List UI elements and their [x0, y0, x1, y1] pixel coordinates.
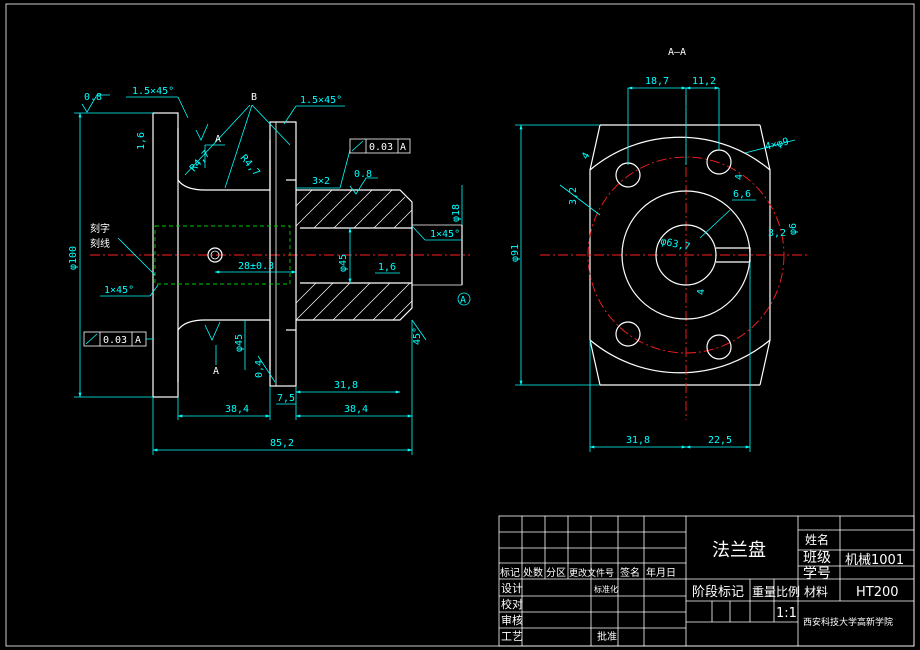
- col-mark: 标记: [500, 567, 520, 579]
- dim-85-2: 85,2: [270, 438, 294, 449]
- review-label: 审核: [501, 613, 523, 627]
- tol-right-value: 0.03: [369, 142, 393, 153]
- scale-label: 比例: [776, 585, 800, 599]
- dim-phi18: φ18: [451, 204, 462, 222]
- tol-frame-right: [349, 138, 411, 154]
- label-a-1: A: [215, 134, 221, 145]
- small-hole: [207, 247, 223, 263]
- rough-0-8-left: 0.8: [84, 92, 102, 103]
- col-count: 处数: [523, 566, 543, 579]
- hatch-lower: [295, 282, 413, 321]
- dim-4-c: 4: [696, 289, 707, 295]
- chamfer-top-right: 1.5×45°: [300, 95, 342, 106]
- section-label: A—A: [668, 47, 686, 58]
- tol-left-ref: A: [135, 335, 141, 346]
- col-date: 年月日: [646, 566, 676, 579]
- datum-a: A: [460, 295, 466, 306]
- school-name: 西安科技大学高新学院: [803, 616, 893, 628]
- dim-6-6: 6,6: [733, 189, 751, 200]
- dim-1-6-mid: 1,6: [378, 262, 396, 273]
- approve-label: 批准: [597, 630, 617, 643]
- dim-phi91: φ91: [510, 244, 521, 262]
- dim-11-2: 11,2: [692, 76, 716, 87]
- standard-label: 标准化: [594, 584, 618, 594]
- check-label: 校对: [501, 597, 523, 611]
- col-zone: 分区: [546, 567, 566, 579]
- engrave-note-2: 刻线: [90, 237, 110, 250]
- dim-3-2-a: 3,2: [568, 187, 579, 205]
- dim-31-8: 31,8: [334, 380, 358, 391]
- dim-18-7: 18,7: [645, 76, 669, 87]
- dim-31-8-section: 31,8: [626, 435, 650, 446]
- dim-38-4-left: 38,4: [225, 404, 249, 415]
- dim-45deg: 45°: [412, 327, 423, 345]
- label-a-2: A: [213, 366, 219, 377]
- dim-phi45: φ45: [338, 254, 349, 272]
- dim-22-5: 22,5: [708, 435, 732, 446]
- process-label: 工艺: [501, 630, 523, 643]
- inner-bore: [655, 224, 717, 286]
- dim-7-5: 7,5: [277, 393, 295, 404]
- rough-0-8-mid: 0.8: [354, 169, 372, 180]
- dim-3x2: 3×2: [312, 176, 330, 187]
- material-label: 材料: [804, 585, 828, 599]
- section-view: A—A 18,7 11,2 φ91: [510, 47, 810, 452]
- chamfer-right: 1×45°: [430, 229, 460, 240]
- dim-phi63: φ63,7: [659, 236, 691, 253]
- scale-value: 1:1: [776, 606, 797, 621]
- col-sign: 签名: [620, 566, 640, 579]
- dim-28: 28±0.3: [238, 261, 274, 272]
- dim-holes: 4×φ9: [764, 136, 790, 153]
- title-block: 法兰盘 姓名 班级 机械1001 学号 材料 HT200 阶段标记 重量 比例 …: [498, 515, 915, 647]
- dim-phi45-b: φ45: [234, 334, 245, 352]
- dim-r47-b: R4,7: [238, 153, 262, 179]
- engrave-note: 刻字: [90, 222, 110, 235]
- class-label: 班级: [803, 550, 831, 566]
- tol-left-value: 0.03: [103, 335, 127, 346]
- dim-3-2-b: 3,2: [768, 228, 786, 239]
- dim-4-b: 4: [734, 174, 745, 180]
- weight-label: 重量: [752, 585, 776, 599]
- dim-phi100: φ100: [68, 246, 79, 270]
- tol-right-ref: A: [400, 142, 406, 153]
- right-flange: [269, 121, 297, 387]
- chamfer-top-left: 1.5×45°: [132, 86, 174, 97]
- left-flange: [152, 112, 179, 398]
- stage-label: 阶段标记: [692, 585, 744, 600]
- dim-38-4-right: 38,4: [344, 404, 368, 415]
- dim-1-6-left: 1,6: [136, 132, 147, 150]
- dim-4-a: 4: [580, 151, 593, 162]
- dim-phi6: φ6: [788, 223, 799, 235]
- hidden-bore: [154, 225, 291, 285]
- col-doc: 更改文件号: [569, 567, 614, 579]
- dim-0-4: 0,4: [254, 360, 265, 378]
- id-label: 学号: [803, 566, 831, 582]
- main-view: 85,2 38,4 7,5 38,4 31,8 28±0.3 φ100 φ45 …: [68, 86, 471, 455]
- drawing-border: [5, 3, 915, 647]
- material-value: HT200: [856, 585, 899, 600]
- chamfer-bottom-left: 1×45°: [104, 285, 134, 296]
- right-body: [296, 189, 413, 321]
- design-label: 设计: [501, 582, 523, 595]
- label-b: B: [251, 92, 257, 103]
- dim-r47-a: R4,7: [188, 149, 212, 174]
- part-name: 法兰盘: [712, 540, 766, 561]
- class-value: 机械1001: [845, 553, 904, 568]
- hatch-upper: [295, 189, 413, 229]
- name-label: 姓名: [805, 532, 829, 547]
